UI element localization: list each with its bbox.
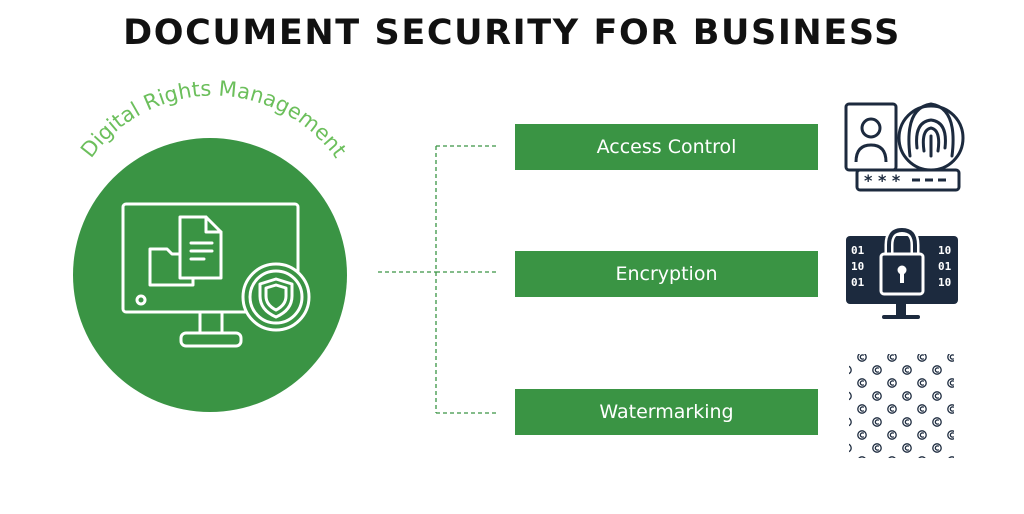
monitor-documents-shield-icon — [121, 202, 311, 348]
item-watermarking: Watermarking — [515, 389, 818, 435]
item-encryption-label: Encryption — [615, 263, 718, 285]
item-access-control: Access Control — [515, 124, 818, 170]
svg-text:10: 10 — [851, 260, 864, 273]
copyright-pattern-icon — [849, 354, 954, 458]
svg-text:* * *: * * * — [864, 171, 901, 190]
svg-text:01: 01 — [851, 244, 865, 257]
connector-lines — [378, 145, 497, 414]
svg-text:10: 10 — [938, 276, 951, 289]
svg-text:10: 10 — [938, 244, 951, 257]
item-encryption: Encryption — [515, 251, 818, 297]
item-access-control-label: Access Control — [596, 136, 737, 158]
monitor-padlock-binary-icon: 01 10 01 10 01 10 — [846, 225, 958, 319]
fingerprint-password-icon: * * * — [844, 102, 965, 192]
item-watermarking-label: Watermarking — [599, 401, 734, 423]
page-title: DOCUMENT SECURITY FOR BUSINESS — [123, 13, 901, 53]
svg-text:01: 01 — [851, 276, 865, 289]
svg-text:01: 01 — [938, 260, 952, 273]
